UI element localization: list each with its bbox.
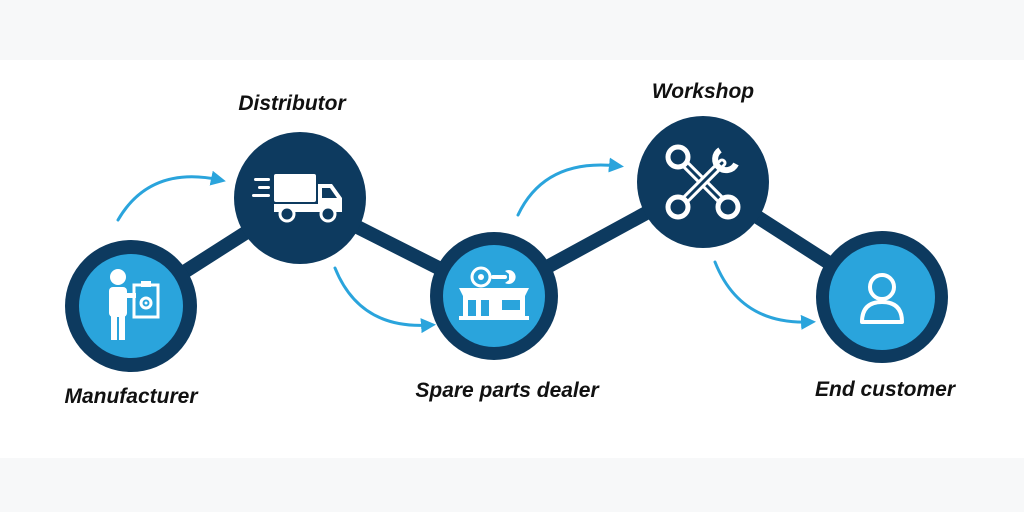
manufacturer-person-clipboard-icon <box>109 269 160 340</box>
parts-shop-icon <box>459 266 529 320</box>
node-inner <box>79 254 183 358</box>
delivery-truck-icon <box>252 174 342 223</box>
node-spare-parts-dealer <box>430 232 558 360</box>
node-manufacturer <box>65 240 197 372</box>
flow-arrow-4 <box>713 260 816 330</box>
label-spare-parts-dealer: Spare parts dealer <box>415 379 600 402</box>
node-end-customer <box>816 231 948 363</box>
flow-arrow-3 <box>516 157 624 217</box>
label-end-customer: End customer <box>815 378 957 401</box>
label-manufacturer: Manufacturer <box>64 385 199 408</box>
top-band <box>0 0 1024 60</box>
bottom-band <box>0 458 1024 512</box>
node-distributor <box>234 132 366 264</box>
flow-arrow-2 <box>333 266 436 334</box>
wrench-spanner-icon <box>665 144 741 220</box>
flow-arrows <box>116 157 816 334</box>
label-workshop: Workshop <box>652 80 754 103</box>
flow-arrow-1 <box>116 170 226 222</box>
node-workshop <box>637 116 769 248</box>
label-distributor: Distributor <box>238 92 347 115</box>
user-icon <box>860 273 904 324</box>
